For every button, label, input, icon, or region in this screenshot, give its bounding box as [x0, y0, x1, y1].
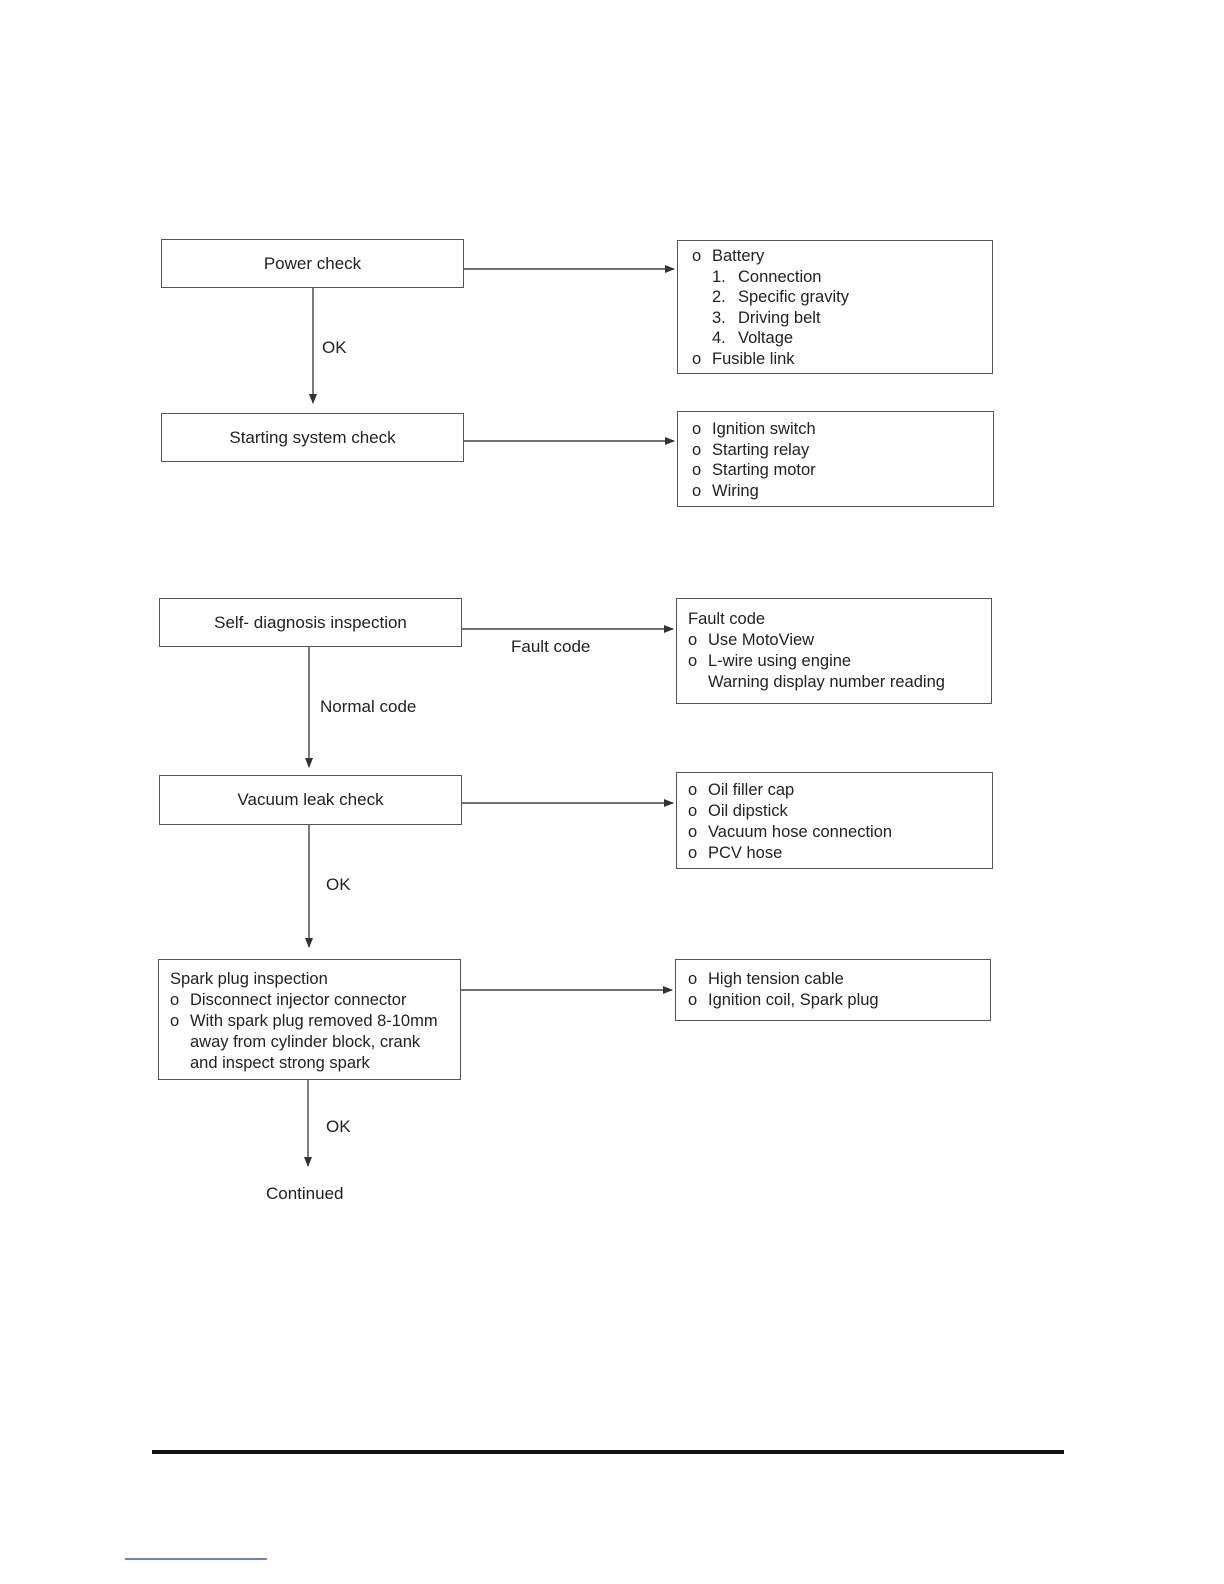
vacuum-leak-check-label: Vacuum leak check [237, 790, 384, 809]
spark-plug-title: Spark plug inspection [170, 970, 328, 988]
fault-code-edge-label: Fault code [511, 637, 591, 656]
ok-label: OK [326, 875, 351, 894]
battery-sub-item: 2.Specific gravity [712, 288, 849, 306]
battery-sub-item: 1.Connection [712, 268, 822, 286]
footer-rule [152, 1450, 1064, 1454]
self-diagnosis-label: Self- diagnosis inspection [214, 612, 407, 632]
ok-label: OK [322, 338, 347, 357]
starting-system-check-label: Starting system check [229, 427, 396, 447]
self-diagnosis-box: Self- diagnosis inspection [159, 598, 462, 647]
spark-plug-item-continued: and inspect strong spark [190, 1054, 370, 1072]
fault-code-title: Fault code [688, 610, 766, 628]
battery-sub-item: 3.Driving belt [712, 309, 821, 327]
footer-link-underline[interactable] [125, 1558, 267, 1560]
battery-sub-item: 4.Voltage [712, 329, 794, 347]
continued-label: Continued [266, 1184, 344, 1203]
power-check-box: Power check [161, 239, 464, 288]
power-check-label: Power check [263, 253, 362, 273]
ok-label: OK [326, 1117, 351, 1136]
detail-item-continued: Warning display number reading [708, 673, 945, 691]
spark-plug-item-continued: away from cylinder block, crank [190, 1033, 421, 1051]
starting-system-check-box: Starting system check [161, 413, 464, 462]
normal-code-edge-label: Normal code [320, 697, 417, 716]
vacuum-leak-check-box: Vacuum leak check [159, 775, 462, 825]
